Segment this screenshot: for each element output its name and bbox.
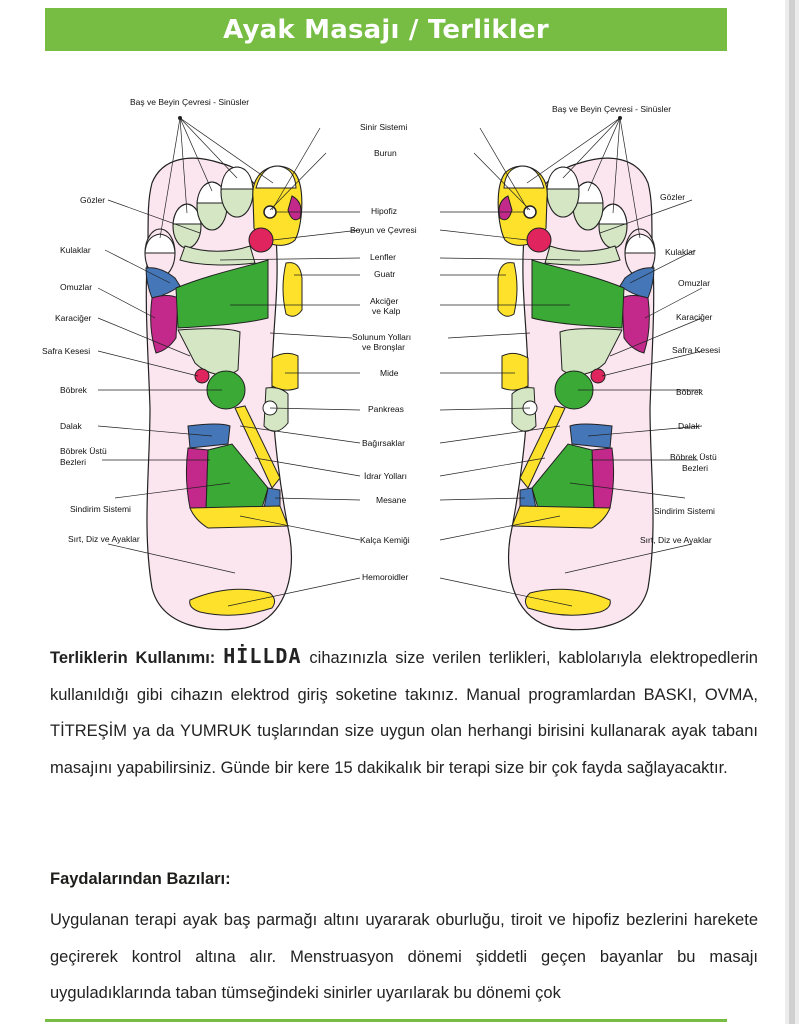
label-ears-right: Kulaklar bbox=[665, 247, 696, 257]
usage-paragraph: Terliklerin Kullanımı: HİLLDA cihazınızl… bbox=[50, 638, 758, 786]
page-title-banner: Ayak Masajı / Terlikler bbox=[45, 8, 727, 51]
right-foot bbox=[497, 157, 656, 631]
brand-logo: HİLLDA bbox=[223, 644, 302, 668]
label-pituitary: Hipofiz bbox=[371, 206, 397, 216]
label-spleen-left: Dalak bbox=[60, 421, 82, 431]
label-liver-right: Karaciğer bbox=[676, 312, 713, 322]
label-head-right: Baş ve Beyin Çevresi - Sinüsler bbox=[552, 104, 671, 114]
bottom-divider bbox=[45, 1019, 727, 1022]
label-shoulders-left: Omuzlar bbox=[60, 282, 92, 292]
scrollbar[interactable] bbox=[785, 0, 799, 1024]
foot-reflexology-diagram: Baş ve Beyin Çevresi - Sinüsler Gözler K… bbox=[40, 88, 760, 633]
label-shoulders-right: Omuzlar bbox=[678, 278, 710, 288]
label-adrenal-right: Böbrek Üstü bbox=[670, 452, 717, 462]
label-respiratory2: ve Bronşlar bbox=[362, 342, 405, 352]
label-lung: Akciğer bbox=[370, 296, 399, 306]
label-respiratory: Solunum Yolları bbox=[352, 332, 411, 342]
label-kidney-left: Böbrek bbox=[60, 385, 88, 395]
usage-text: cihazınızla size verilen terlikleri, kab… bbox=[50, 649, 758, 777]
label-nose: Burun bbox=[374, 148, 397, 158]
scrollbar-thumb[interactable] bbox=[789, 0, 795, 1024]
label-kidney-right: Böbrek bbox=[676, 387, 704, 397]
benefits-heading: Faydalarından Bazıları: bbox=[50, 870, 231, 888]
label-eyes-left: Gözler bbox=[80, 195, 105, 205]
label-ears-left: Kulaklar bbox=[60, 245, 91, 255]
label-neck: Boyun ve Çevresi bbox=[350, 225, 417, 235]
label-hip: Kalça Kemiği bbox=[360, 535, 410, 545]
label-back-right: Sırt, Diz ve Ayaklar bbox=[640, 535, 712, 545]
label-digestive-right: Sindirim Sistemi bbox=[654, 506, 715, 516]
left-foot bbox=[144, 157, 303, 631]
label-nerve: Sinir Sistemi bbox=[360, 122, 407, 132]
label-adrenal-left: Böbrek Üstü bbox=[60, 446, 107, 456]
label-adrenal2-right: Bezleri bbox=[682, 463, 708, 473]
label-urinary: İdrar Yolları bbox=[364, 471, 407, 481]
label-lung2: ve Kalp bbox=[372, 306, 401, 316]
label-pancreas: Pankreas bbox=[368, 404, 404, 414]
label-back-left: Sırt, Diz ve Ayaklar bbox=[68, 534, 140, 544]
benefits-paragraph: Uygulanan terapi ayak baş parmağı altını… bbox=[50, 911, 758, 1002]
label-digestive-left: Sindirim Sistemi bbox=[70, 504, 131, 514]
label-goiter: Guatr bbox=[374, 269, 395, 279]
usage-heading: Terliklerin Kullanımı: bbox=[50, 649, 216, 667]
label-lymph: Lenfler bbox=[370, 252, 396, 262]
label-bladder: Mesane bbox=[376, 495, 407, 505]
label-stomach: Mide bbox=[380, 368, 399, 378]
label-spleen-right: Dalak bbox=[678, 421, 700, 431]
label-gallbladder-right: Safra Kesesi bbox=[672, 345, 720, 355]
label-intestines: Bağırsaklar bbox=[362, 438, 405, 448]
label-gallbladder-left: Safra Kesesi bbox=[42, 346, 90, 356]
label-eyes-right: Gözler bbox=[660, 192, 685, 202]
label-head-left: Baş ve Beyin Çevresi - Sinüsler bbox=[130, 97, 249, 107]
label-adrenal2-left: Bezleri bbox=[60, 457, 86, 467]
label-hemorrhoids: Hemoroidler bbox=[362, 572, 408, 582]
page-title: Ayak Masajı / Terlikler bbox=[223, 14, 549, 45]
label-liver-left: Karaciğer bbox=[55, 313, 92, 323]
